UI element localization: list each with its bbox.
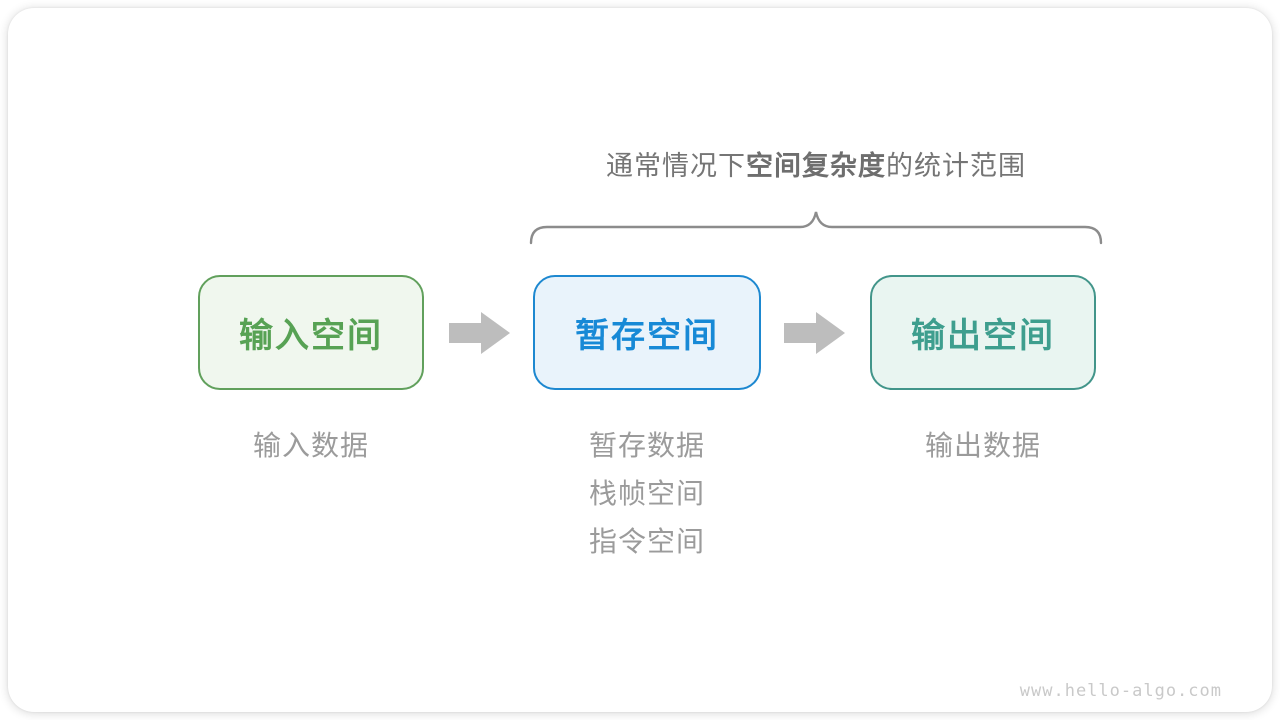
title-bold-term: 空间复杂度	[746, 151, 886, 181]
output-data-label: 输出数据	[924, 430, 1041, 461]
output-space-sublabels: 输出数据	[870, 431, 1096, 479]
buffer-space-label: 暂存空间	[575, 317, 719, 355]
scope-brace-icon	[529, 211, 1103, 245]
title-prefix: 通常情况下	[606, 151, 746, 181]
buffer-data-label: 暂存数据	[588, 430, 705, 461]
instruction-space-label: 指令空间	[588, 526, 705, 557]
input-space-sublabels: 输入数据	[198, 431, 424, 479]
input-space-box: 输入空间	[198, 275, 424, 390]
stack-frame-space-label: 栈帧空间	[588, 478, 705, 509]
input-data-label: 输入数据	[252, 430, 369, 461]
buffer-space-sublabels: 暂存数据 栈帧空间 指令空间	[533, 431, 761, 575]
diagram-title: 通常情况下空间复杂度的统计范围	[531, 144, 1101, 183]
arrow-right-icon	[784, 312, 845, 354]
output-space-box: 输出空间	[870, 275, 1096, 390]
buffer-space-box: 暂存空间	[533, 275, 761, 390]
output-space-label: 输出空间	[911, 317, 1055, 355]
title-suffix: 的统计范围	[886, 151, 1026, 181]
arrow-right-icon	[449, 312, 510, 354]
diagram-card: 通常情况下空间复杂度的统计范围 输入空间 暂存空间 输出空间 输入数据 暂存数据…	[8, 8, 1272, 712]
watermark-url: www.hello-algo.com	[1019, 681, 1222, 701]
input-space-label: 输入空间	[239, 317, 383, 355]
